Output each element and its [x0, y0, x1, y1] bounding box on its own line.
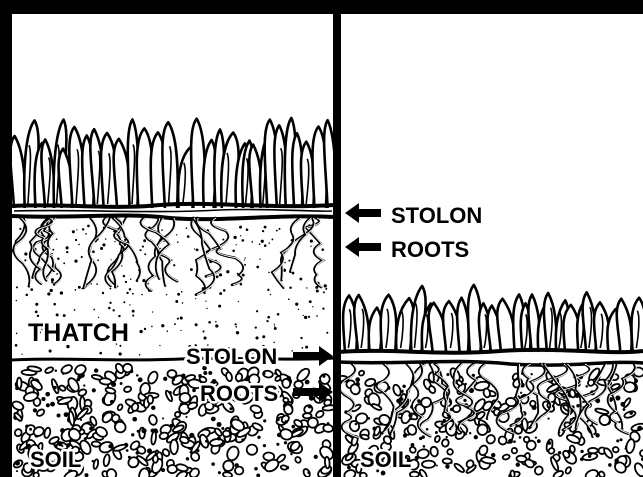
label-roots-middle: ROOTS — [200, 381, 278, 406]
soil-boundary-left — [12, 358, 334, 360]
label-stolon-middle: STOLON — [186, 344, 277, 369]
label-soil-left: SOIL — [30, 447, 81, 472]
label-soil-right: SOIL — [360, 447, 411, 472]
label-stolon-right-panel: STOLON — [391, 203, 482, 228]
label-roots-right-panel: ROOTS — [391, 237, 469, 262]
label-thatch: THATCH — [28, 319, 129, 347]
grass-blades-left — [10, 118, 335, 208]
